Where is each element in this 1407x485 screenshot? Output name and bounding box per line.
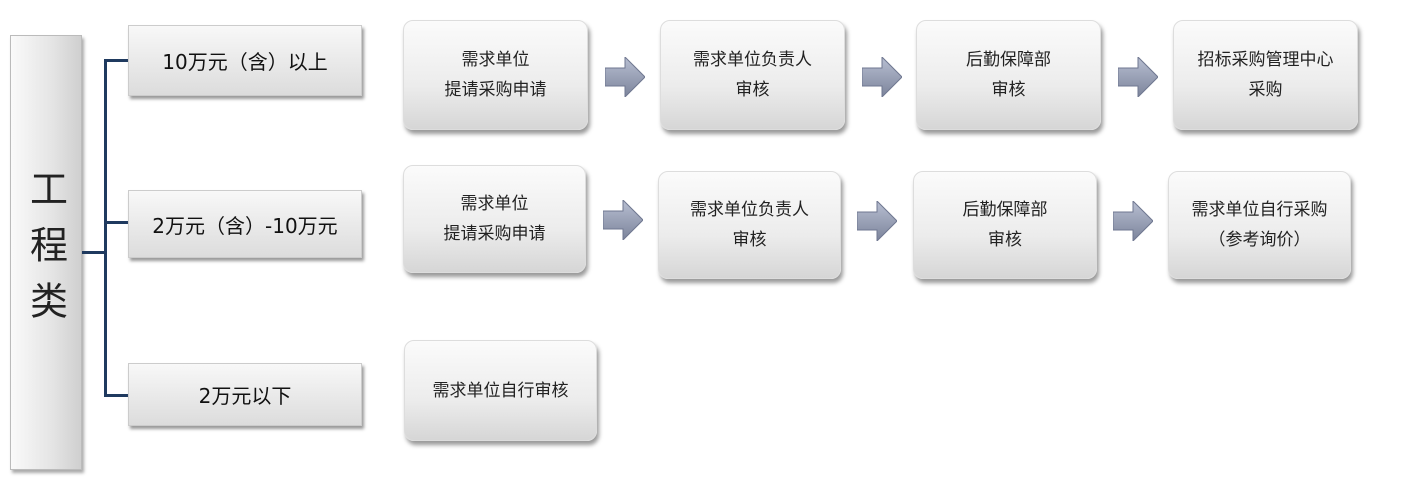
step-box: 需求单位 提请采购申请 [403, 20, 588, 130]
step-box: 需求单位自行采购 （参考询价） [1168, 171, 1351, 279]
connector-branch-1 [104, 59, 128, 62]
step-box: 需求单位 提请采购申请 [403, 165, 586, 273]
step-box: 需求单位负责人 审核 [658, 171, 841, 279]
arrow-right-icon [862, 57, 902, 97]
arrow-right-icon [1118, 57, 1158, 97]
arrow-right-icon [603, 200, 643, 240]
step-box: 需求单位负责人 审核 [660, 20, 845, 130]
range-box-1: 10万元（含）以上 [128, 25, 362, 96]
category-box: 工程类 [10, 35, 82, 470]
connector-vertical [104, 59, 107, 397]
range-box-2: 2万元（含）-10万元 [128, 190, 362, 258]
connector-branch-2 [104, 221, 128, 224]
step-box: 后勤保障部 审核 [916, 20, 1101, 130]
connector-stem [82, 251, 106, 254]
step-box: 招标采购管理中心 采购 [1173, 20, 1358, 130]
connector-branch-3 [104, 394, 128, 397]
range-box-3: 2万元以下 [128, 363, 362, 426]
arrow-right-icon [1113, 201, 1153, 241]
arrow-right-icon [857, 201, 897, 241]
step-box: 需求单位自行审核 [404, 340, 597, 441]
arrow-right-icon [605, 57, 645, 97]
step-box: 后勤保障部 审核 [913, 171, 1097, 279]
category-label: 工程类 [23, 168, 68, 337]
